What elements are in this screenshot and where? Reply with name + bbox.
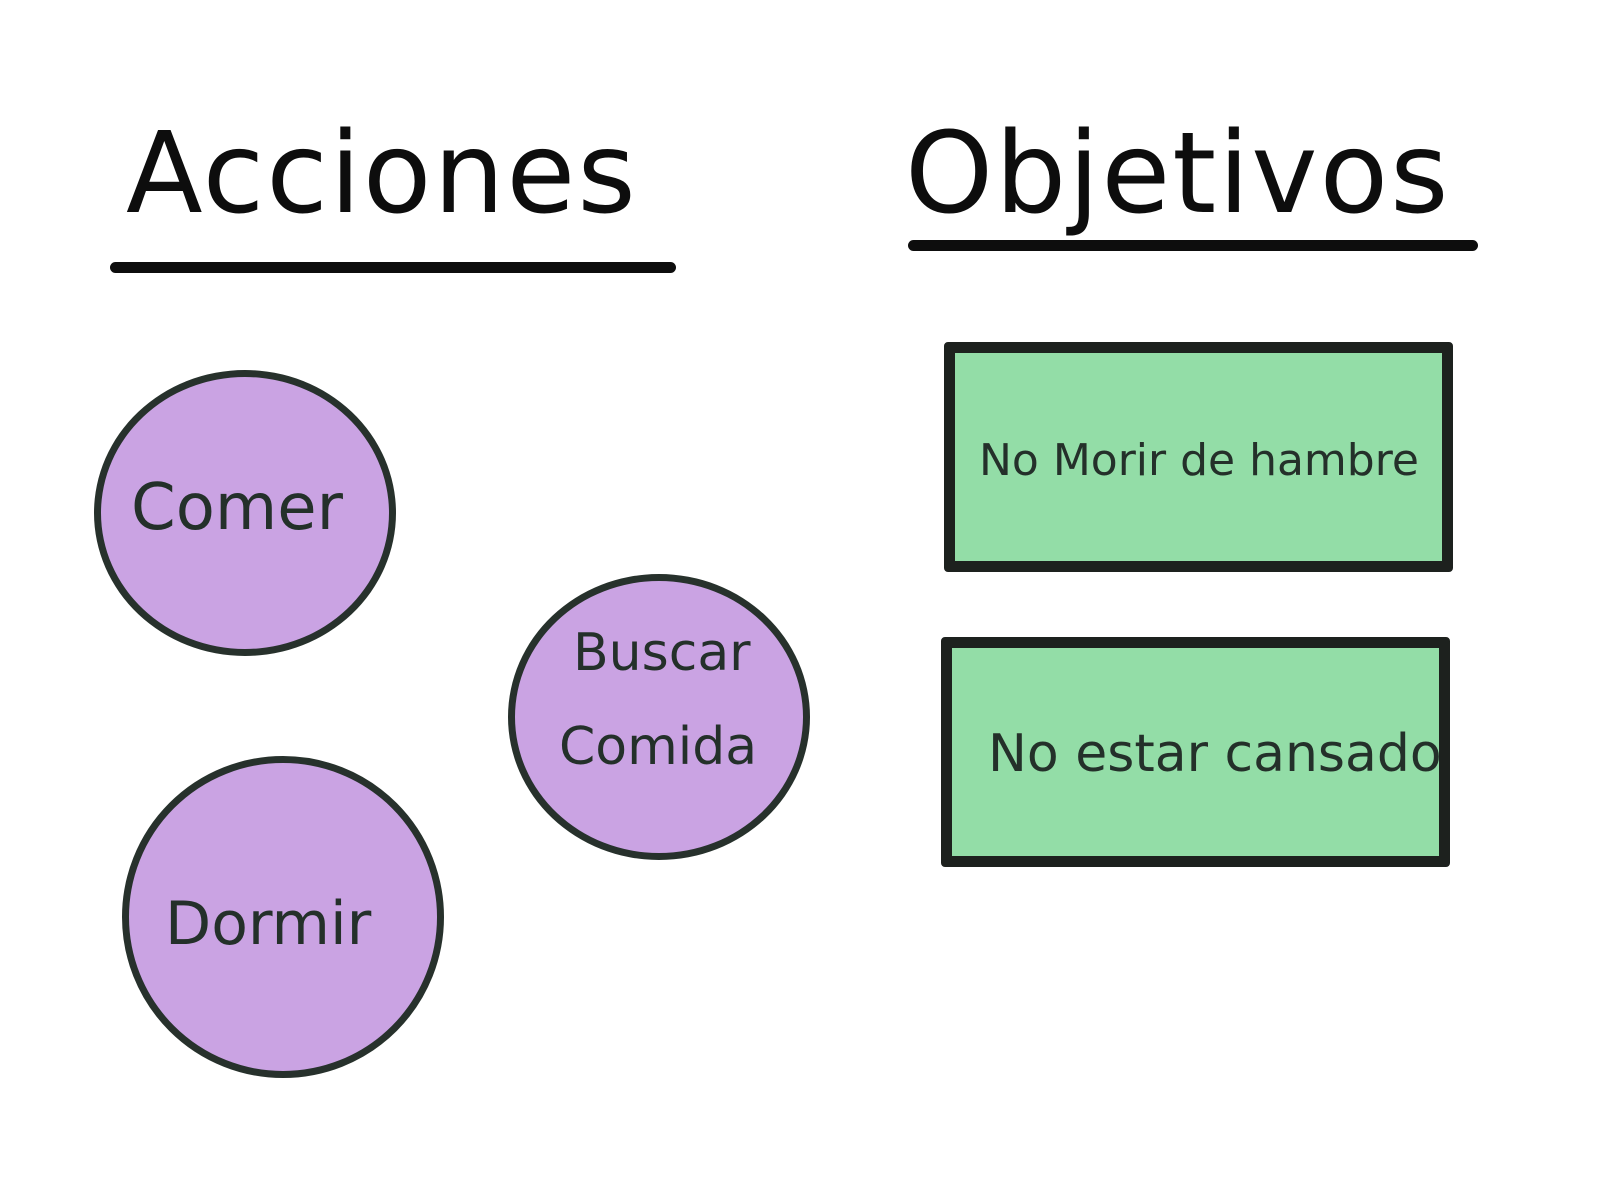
goal-box-no-estar-cansado: No estar cansado (941, 637, 1450, 867)
goal-label-no-morir-de-hambre: No Morir de hambre (979, 435, 1419, 486)
action-node-buscar-comida: Buscar Comida (508, 574, 810, 860)
action-node-dormir: Dormir (122, 756, 444, 1078)
actions-heading-underline (110, 262, 676, 273)
action-label-dormir: Dormir (165, 889, 372, 959)
goals-heading: Objetivos (905, 109, 1451, 239)
action-label-buscar: Buscar (573, 623, 751, 683)
goal-label-no-estar-cansado: No estar cansado (988, 724, 1442, 784)
goals-heading-underline (908, 240, 1478, 251)
action-label-comida: Comida (559, 717, 758, 777)
actions-heading: Acciones (126, 109, 638, 239)
action-node-comer: Comer (94, 370, 396, 656)
goal-box-no-morir-de-hambre: No Morir de hambre (944, 342, 1453, 572)
action-label-comer: Comer (131, 471, 343, 545)
